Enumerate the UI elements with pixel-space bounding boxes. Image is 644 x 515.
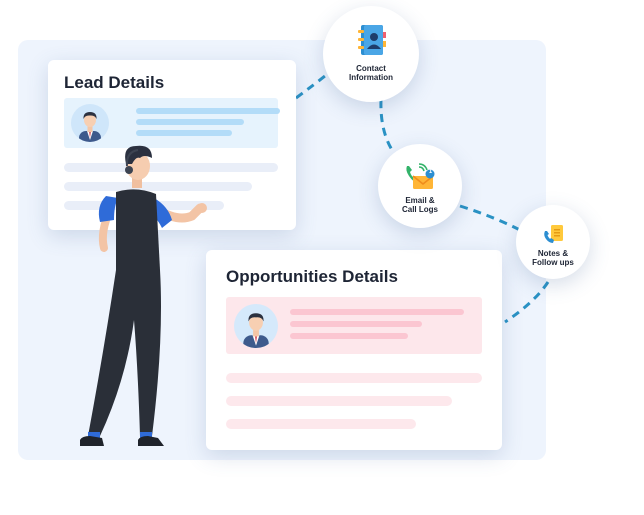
contact-label-line-2: Information [349,73,393,82]
contact-information-bubble[interactable]: Contact Information [323,6,419,102]
notes-label-line-1: Notes & [537,249,569,258]
lead-row-2 [64,182,252,191]
email-badge: 1 [428,169,433,175]
lead-row-1 [64,163,278,172]
lead-info-line-1 [136,108,280,114]
email-label-line-2: Call Logs [401,205,438,214]
person-illustration [80,145,207,446]
notes-label-line-2: Follow ups [532,258,574,267]
email-label-line-1: Email & [405,196,435,205]
opportunities-details-card: Opportunities Details [206,250,502,450]
opportunity-info-line-3 [290,333,408,339]
lead-profile-box [64,98,280,148]
opportunity-avatar [234,304,278,348]
opportunity-info-line-1 [290,309,464,315]
opportunities-details-title: Opportunities Details [226,267,398,286]
lead-avatar [71,104,109,142]
email-call-logs-bubble[interactable]: 1 Email & Call Logs [378,144,462,228]
opportunity-info-line-2 [290,321,422,327]
contact-label-line-1: Contact [356,64,386,73]
opportunity-row-2 [226,396,452,406]
opportunity-row-1 [226,373,482,383]
notes-icon [543,223,565,250]
contact-book-icon [358,24,386,61]
lead-details-title: Lead Details [64,73,165,92]
email-call-icon: 1 [405,162,435,195]
lead-info-line-2 [136,119,244,125]
opportunity-profile-box [226,297,482,354]
opportunity-row-3 [226,419,416,429]
lead-info-line-3 [136,130,232,136]
notes-follow-ups-bubble[interactable]: Notes & Follow ups [516,205,590,279]
